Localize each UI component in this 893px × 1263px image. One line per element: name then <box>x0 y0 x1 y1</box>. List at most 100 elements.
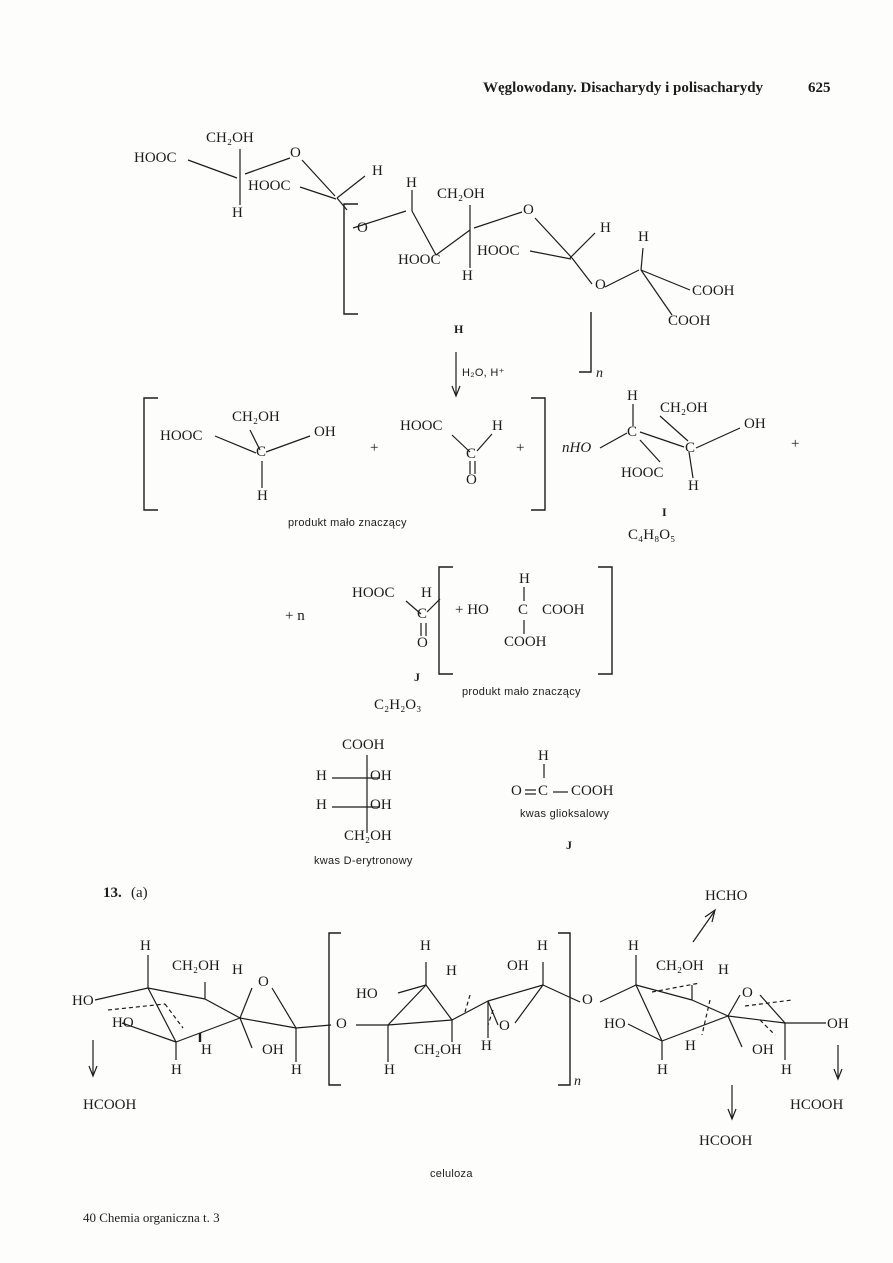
group-cooh-2: COOH <box>668 313 711 329</box>
glyoxal-o: O <box>466 472 477 488</box>
glyoxylic-label-j: J <box>566 838 572 852</box>
glyoxal-hooc: HOOC <box>400 418 443 434</box>
productI-ch2oh: CH₂OH <box>660 400 708 416</box>
r2-h-mid: H <box>446 963 457 979</box>
r2-h-top-2: H <box>537 938 548 954</box>
minor1-hooc: HOOC <box>160 428 203 444</box>
cellulose-subscript: n <box>574 1074 581 1089</box>
compound-label-i: I <box>662 505 667 519</box>
group-ch2oh-2: CH₂OH <box>437 186 485 202</box>
minor2-h: H <box>519 571 530 587</box>
compound-label-h: H <box>454 322 464 336</box>
product-hcooh-middle: HCOOH <box>699 1133 753 1149</box>
group-cooh-1: COOH <box>692 283 735 299</box>
plus-3: + <box>791 436 800 452</box>
productI-nho: nHO <box>562 440 592 456</box>
r3-ho: HO <box>604 1016 626 1032</box>
r2-o-left: O <box>336 1016 347 1032</box>
problem-number: 13. <box>103 885 122 901</box>
plus-2: + <box>516 440 525 456</box>
product-hcho: HCHO <box>705 888 748 904</box>
erythronic-h2: H <box>316 797 327 813</box>
productI-formula: C₄H₈O₅ <box>628 527 676 543</box>
glyoxylic-c: C <box>538 783 549 799</box>
group-hooc-4: HOOC <box>477 243 520 259</box>
group-hooc-3: HOOC <box>398 252 441 268</box>
minor-product-caption-1: produkt mało znaczący <box>288 517 407 529</box>
r1-oh: OH <box>262 1042 284 1058</box>
r3-h-top: H <box>628 938 639 954</box>
minor1-h: H <box>257 488 268 504</box>
productJ-o: O <box>417 635 428 651</box>
polymer-subscript: n <box>596 366 603 381</box>
glyoxal-h: H <box>492 418 503 434</box>
r3-h-bottom-1: H <box>657 1062 668 1078</box>
minor1-ch2oh: CH₂OH <box>232 409 280 425</box>
group-ch2oh-1: CH₂OH <box>206 130 254 146</box>
r1-h-bottom-1: H <box>171 1062 182 1078</box>
r1-h-mid: H <box>201 1042 212 1058</box>
footer-signature: 40 Chemia organiczna t. 3 <box>83 1210 220 1225</box>
r1-h-bottom-2: H <box>291 1062 302 1078</box>
r2-h-top-1: H <box>420 938 431 954</box>
group-h-3: H <box>406 175 417 191</box>
r1-ch2oh: CH₂OH <box>172 958 220 974</box>
minor2-ho: + HO <box>455 602 489 618</box>
productI-c1: C <box>627 424 638 440</box>
group-o-2: O <box>357 220 368 236</box>
erythronic-ch2oh: CH₂OH <box>344 828 392 844</box>
running-title: Węglowodany. Disacharydy i polisacharydy <box>483 80 764 96</box>
compound-label-j: J <box>414 670 420 684</box>
group-h-6: H <box>638 229 649 245</box>
minor2-cooh-bottom: COOH <box>504 634 547 650</box>
group-o-1: O <box>290 145 301 161</box>
r2-ch2oh: CH₂OH <box>414 1042 462 1058</box>
minor1-c: C <box>256 444 267 460</box>
r1-h-ring: H <box>232 962 243 978</box>
group-o-4: O <box>595 277 606 293</box>
r1-ho-2: HO <box>112 1015 134 1031</box>
r2-h-bottom-2: H <box>384 1062 395 1078</box>
productJ-plus-n: + n <box>285 608 305 624</box>
productI-h-bottom: H <box>688 478 699 494</box>
group-hooc-1: HOOC <box>134 150 177 166</box>
glyoxylic-caption: kwas glioksalowy <box>520 808 610 820</box>
glyoxylic-o: O <box>511 783 522 799</box>
group-h-1: H <box>232 205 243 221</box>
productJ-formula: C₂H₂O₃ <box>374 697 422 713</box>
r3-oh-right: OH <box>827 1016 849 1032</box>
group-h-5: H <box>600 220 611 236</box>
product-hcooh-right: HCOOH <box>790 1097 844 1113</box>
minor2-c: C <box>518 602 529 618</box>
problem-part: (a) <box>131 885 148 901</box>
r1-o-ring: O <box>258 974 269 990</box>
r3-h-mid: H <box>685 1038 696 1054</box>
r3-h-ring: H <box>718 962 729 978</box>
glyoxylic-cooh: COOH <box>571 783 614 799</box>
r1-h-top: H <box>140 938 151 954</box>
r2-h-bottom-1: H <box>481 1038 492 1054</box>
page-number: 625 <box>808 80 831 96</box>
erythronic-oh1: OH <box>370 768 392 784</box>
plus-1: + <box>370 440 379 456</box>
productI-oh: OH <box>744 416 766 432</box>
group-h-2: H <box>372 163 383 179</box>
minor1-oh: OH <box>314 424 336 440</box>
r3-o-left: O <box>582 992 593 1008</box>
erythronic-oh2: OH <box>370 797 392 813</box>
glyoxal-c: C <box>466 446 477 462</box>
r2-oh: OH <box>507 958 529 974</box>
productJ-c: C <box>417 606 428 622</box>
minor-product-caption-2: produkt mało znaczący <box>462 686 581 698</box>
erythronic-cooh: COOH <box>342 737 385 753</box>
r2-o-ring: O <box>499 1018 510 1034</box>
cellulose-caption: celuloza <box>430 1168 473 1180</box>
r3-oh: OH <box>752 1042 774 1058</box>
productI-hooc: HOOC <box>621 465 664 481</box>
minor2-cooh-right: COOH <box>542 602 585 618</box>
r3-o-ring: O <box>742 985 753 1001</box>
r1-ho-1: HO <box>72 993 94 1009</box>
erythronic-h1: H <box>316 768 327 784</box>
